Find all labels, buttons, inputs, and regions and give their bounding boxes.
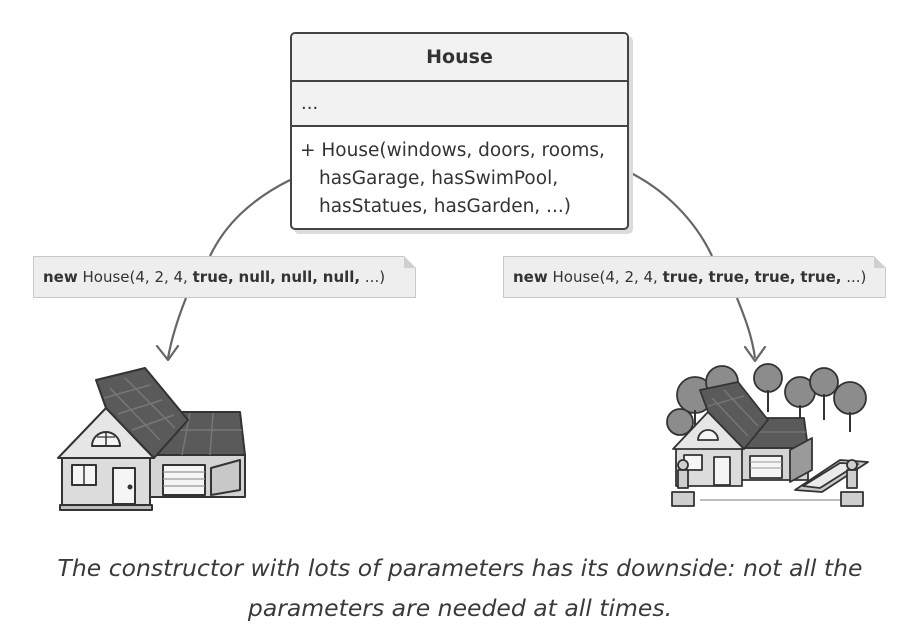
note-right-arg-3: true, <box>754 268 796 286</box>
note-right-keyword: new <box>513 268 548 286</box>
note-left-arg-1: true, <box>192 268 234 286</box>
note-left-keyword: new <box>43 268 78 286</box>
note-right: new House(4, 2, 4, true, true, true, tru… <box>503 256 886 298</box>
note-right-arg-4: true, <box>800 268 842 286</box>
uml-methods: + House(windows, doors, rooms, hasGarage… <box>292 127 627 221</box>
uml-class-house: House ... + House(windows, doors, rooms,… <box>290 32 629 230</box>
caption-line-1: The constructor with lots of parameters … <box>57 554 863 582</box>
note-right-arg-1: true, <box>662 268 704 286</box>
note-left-text-2: ...) <box>364 268 386 286</box>
note-left-arg-3: null, <box>280 268 318 286</box>
note-right-text-1: House(4, 2, 4, <box>552 268 658 286</box>
right-arrow-head <box>743 345 767 363</box>
uml-method-line-1: + House(windows, doors, rooms, <box>300 140 605 161</box>
right-connector-line <box>628 171 713 257</box>
left-connector-line <box>209 179 291 257</box>
note-left: new House(4, 2, 4, true, null, null, nul… <box>33 256 416 298</box>
note-left-arg-2: null, <box>238 268 276 286</box>
left-arrow-line <box>166 297 188 359</box>
note-left-arg-4: null, <box>322 268 361 286</box>
uml-class-name: House <box>292 34 627 82</box>
right-arrow-line <box>735 297 757 359</box>
note-right-text-2: ...) <box>846 268 867 286</box>
note-right-arg-2: true, <box>708 268 750 286</box>
uml-method-line-2: hasGarage, hasSwimPool, <box>319 168 559 189</box>
note-left-text-1: House(4, 2, 4, <box>82 268 188 286</box>
left-arrow-head <box>155 344 180 362</box>
caption-line-2: parameters are needed at all times. <box>247 594 673 622</box>
uml-fields: ... <box>292 82 627 127</box>
uml-method-line-3: hasStatues, hasGarden, ...) <box>319 196 571 217</box>
figure-caption: The constructor with lots of parameters … <box>0 548 920 628</box>
